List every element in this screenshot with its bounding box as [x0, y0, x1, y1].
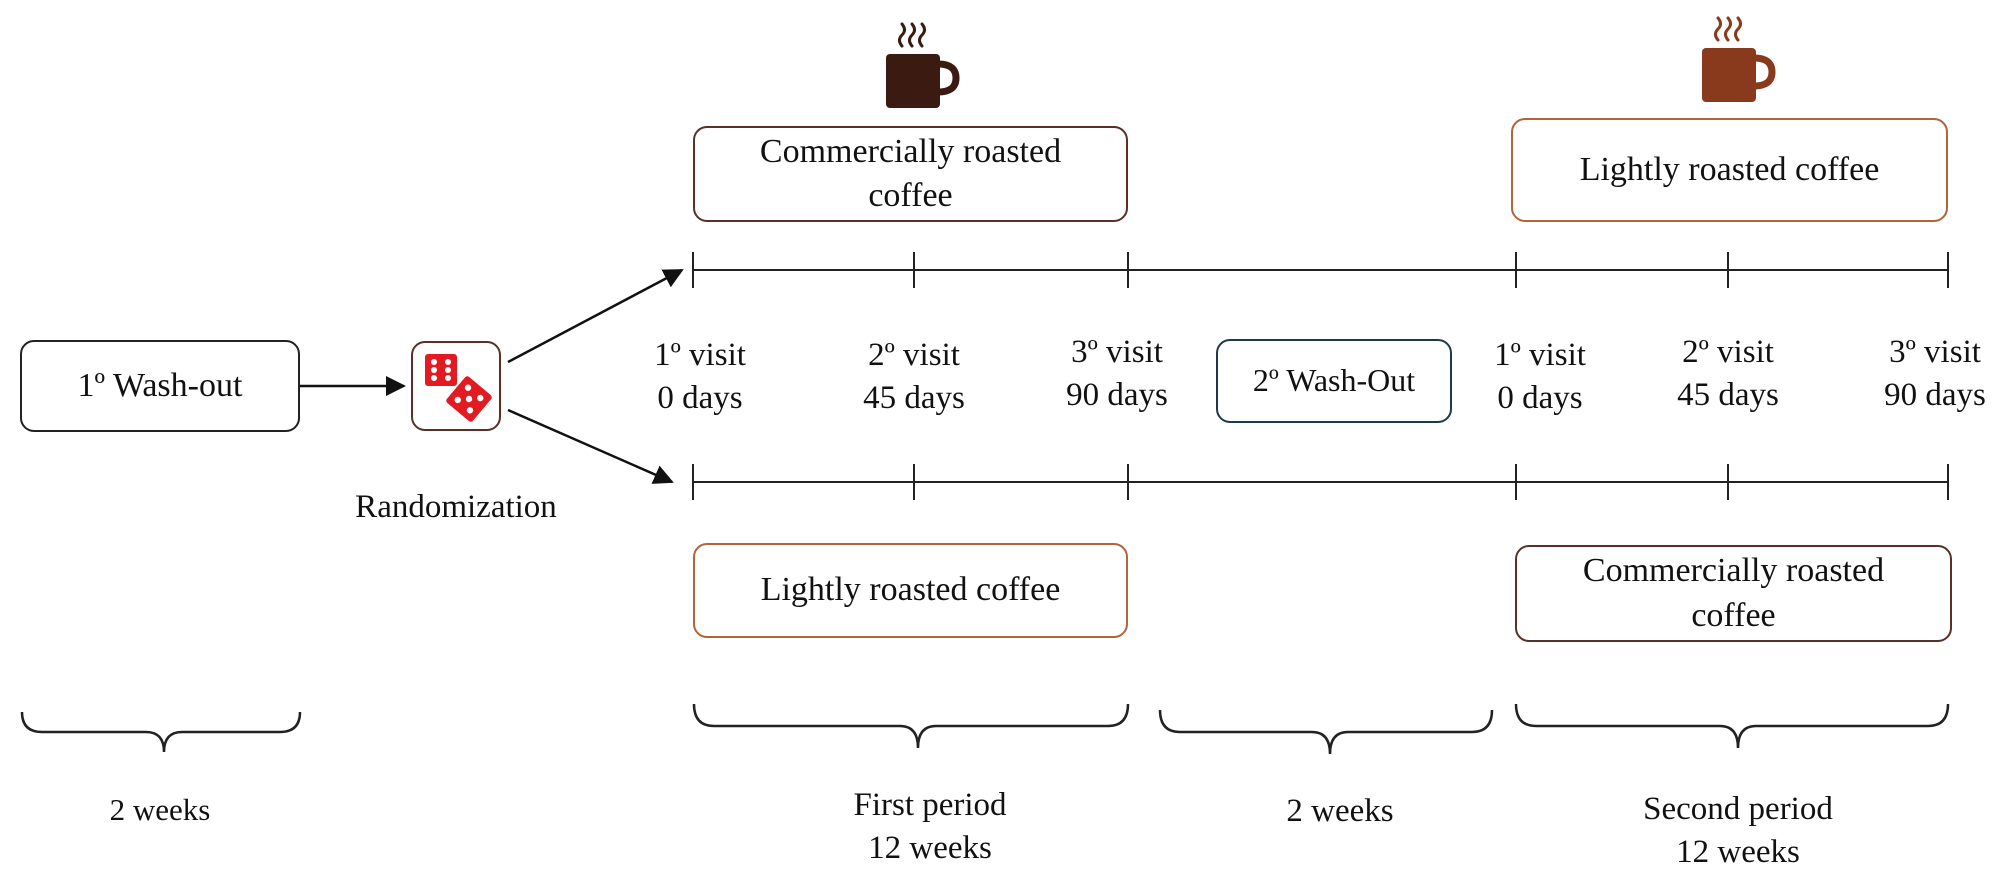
brace-washout2 [1158, 709, 1494, 755]
randomization-label: Randomization [355, 489, 557, 525]
upper-first-treatment-box: Commercially roasted coffee [693, 126, 1128, 222]
brace-first-period [692, 703, 1130, 749]
washout2-label: 2º Wash-Out [1252, 362, 1416, 399]
lower-first-treatment-box: Lightly roasted coffee [693, 543, 1128, 638]
washout1-label: 1º Wash-out [77, 366, 243, 404]
randomization-box [411, 341, 501, 431]
dice-icon [425, 354, 492, 422]
coffee-cup-icon [1702, 16, 1776, 102]
upper-second-treatment-box: Lightly roasted coffee [1511, 118, 1948, 222]
arrow-lower-arm [507, 408, 674, 484]
lower-timeline [692, 464, 1949, 500]
lower-first-treatment-label: Lightly roasted coffee [760, 571, 1061, 609]
arrow-upper-arm [507, 268, 684, 364]
lower-second-treatment-box: Commercially roasted coffee [1515, 545, 1952, 642]
brace-second-period [1514, 703, 1950, 749]
upper-first-treatment-label: Commercially roasted coffee [759, 132, 1062, 214]
washout2-box: 2º Wash-Out [1216, 339, 1452, 423]
upper-timeline [692, 252, 1949, 288]
washout1-box: 1º Wash-out [20, 340, 300, 432]
brace-washout1 [20, 711, 302, 753]
coffee-cup-icon [886, 22, 960, 108]
lower-second-treatment-label: Commercially roasted coffee [1582, 552, 1885, 634]
washout1-duration: 2 weeks [109, 792, 211, 827]
upper-second-treatment-label: Lightly roasted coffee [1579, 150, 1880, 188]
washout2-duration: 2 weeks [1286, 793, 1394, 829]
